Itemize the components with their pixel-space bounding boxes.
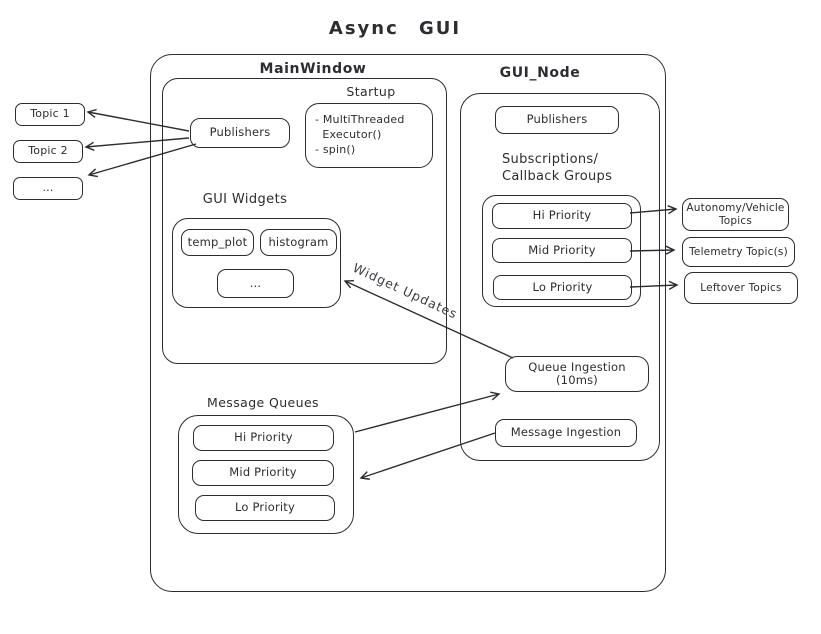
mq-lo-priority: Lo Priority [195, 495, 335, 521]
startup-body: - MultiThreaded Executor() - spin() [315, 113, 405, 156]
message-queues-box [178, 415, 354, 534]
mq-mid-priority: Mid Priority [192, 460, 334, 486]
gui-widgets-label: GUI Widgets [202, 192, 288, 207]
topic-1-box: Topic 1 [15, 103, 85, 126]
gui-node-box [460, 93, 660, 461]
widget-more: ... [217, 269, 294, 298]
startup-label: Startup [346, 84, 396, 99]
telemetry-topics-box: Telemetry Topic(s) [682, 237, 795, 267]
subscriptions-label: Subscriptions/ Callback Groups [502, 152, 613, 184]
widget-temp-plot: temp_plot [181, 229, 254, 256]
sub-mid-priority: Mid Priority [492, 238, 632, 263]
message-ingestion-box: Message Ingestion [495, 419, 637, 447]
outer-container [150, 54, 666, 592]
main-window-label: MainWindow [259, 61, 367, 77]
leftover-topics-box: Leftover Topics [684, 272, 798, 304]
topic-more-box: ... [13, 177, 83, 200]
widget-histogram: histogram [260, 229, 337, 256]
node-publishers-box: Publishers [495, 106, 619, 134]
autonomy-topics-box: Autonomy/Vehicle Topics [682, 198, 789, 231]
startup-box [305, 103, 433, 168]
gui-node-label: GUI_Node [499, 65, 581, 81]
main-window-box [162, 78, 447, 364]
queue-ingestion-box: Queue Ingestion (10ms) [505, 356, 649, 392]
topic-2-box: Topic 2 [13, 140, 83, 163]
diagram-title: Async GUI [328, 18, 462, 39]
gui-widgets-box [172, 218, 341, 308]
sub-lo-priority: Lo Priority [493, 275, 632, 300]
sub-hi-priority: Hi Priority [492, 203, 632, 229]
main-publishers-box: Publishers [190, 118, 290, 148]
mq-hi-priority: Hi Priority [193, 425, 334, 451]
message-queues-label: Message Queues [207, 395, 319, 410]
